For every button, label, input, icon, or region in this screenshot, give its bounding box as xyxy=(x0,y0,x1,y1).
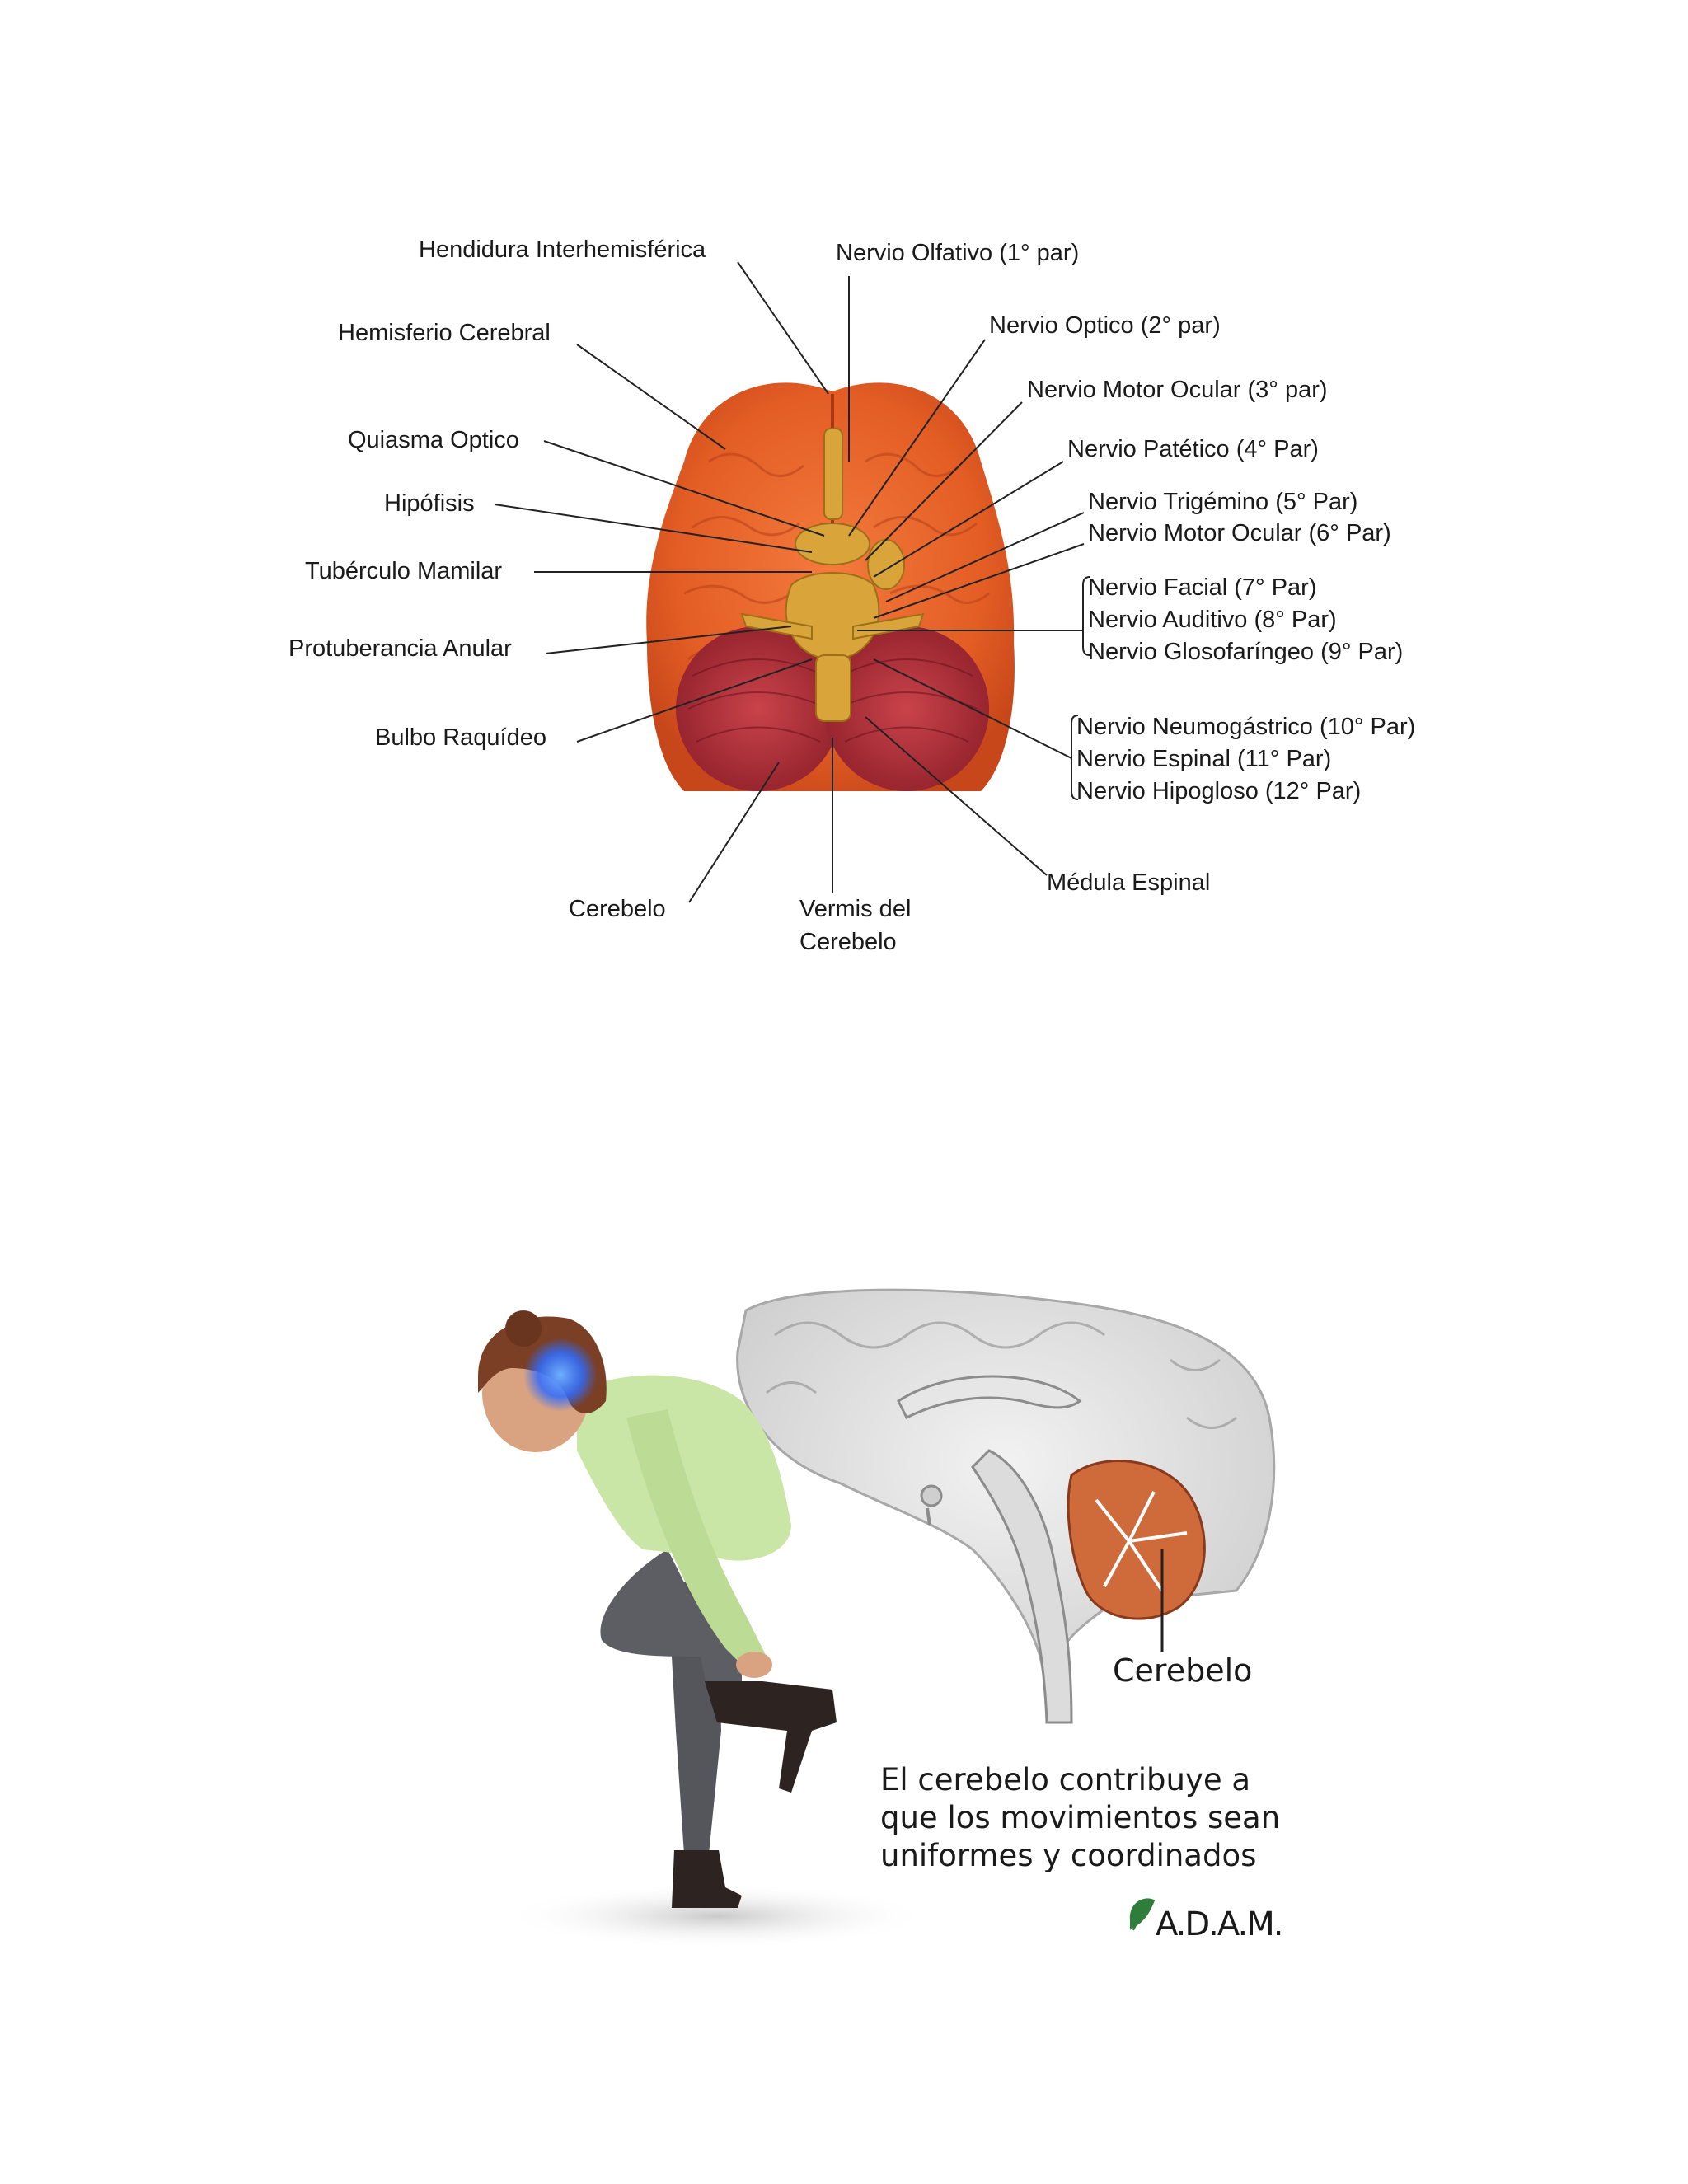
label-vermis-line1: Vermis del xyxy=(799,896,911,922)
label-olfativo: Nervio Olfativo (1° par) xyxy=(836,240,1079,266)
label-cerebelo: Cerebelo xyxy=(569,896,666,922)
brain-base-illustration: Hendidura Interhemisférica Hemisferio Ce… xyxy=(288,237,1415,955)
leaf-icon xyxy=(1131,1899,1154,1930)
label-hemisferio: Hemisferio Cerebral xyxy=(338,320,551,346)
label-cerebelo-sagittal: Cerebelo xyxy=(1113,1652,1252,1689)
label-hendidura: Hendidura Interhemisférica xyxy=(419,237,706,263)
caption-line-3: uniformes y coordinados xyxy=(880,1838,1256,1873)
label-espinal: Nervio Espinal (11° Par) xyxy=(1076,746,1331,772)
head-glow xyxy=(523,1338,598,1412)
label-protuberancia: Protuberancia Anular xyxy=(288,635,512,662)
label-facial: Nervio Facial (7° Par) xyxy=(1088,574,1317,601)
cerebellum-illustration: Cerebelo El cerebelo contribuye a que lo… xyxy=(478,1290,1282,1949)
label-optico: Nervio Optico (2° par) xyxy=(989,312,1221,339)
hand xyxy=(736,1652,772,1678)
adam-logo: A.D.A.M. xyxy=(1131,1899,1282,1943)
label-tuberculo: Tubérculo Mamilar xyxy=(305,558,502,584)
label-hipogloso: Nervio Hipogloso (12° Par) xyxy=(1076,778,1361,804)
label-motor-ocular-6: Nervio Motor Ocular (6° Par) xyxy=(1088,520,1391,546)
caption-line-2: que los movimientos sean xyxy=(880,1800,1280,1835)
label-patetico: Nervio Patético (4° Par) xyxy=(1067,436,1319,462)
label-medula: Médula Espinal xyxy=(1047,869,1210,896)
label-quiasma: Quiasma Optico xyxy=(348,427,519,453)
label-neumogastrico: Nervio Neumogástrico (10° Par) xyxy=(1076,714,1415,740)
label-bulbo: Bulbo Raquídeo xyxy=(375,724,546,751)
label-auditivo: Nervio Auditivo (8° Par) xyxy=(1088,607,1337,633)
label-motor-ocular-3: Nervio Motor Ocular (3° par) xyxy=(1027,377,1328,403)
label-vermis-line2: Cerebelo xyxy=(799,929,897,955)
label-glosofaringeo: Nervio Glosofaríngeo (9° Par) xyxy=(1088,639,1403,665)
adam-logo-text: A.D.A.M. xyxy=(1156,1905,1282,1943)
caption-line-1: El cerebelo contribuye a xyxy=(880,1762,1250,1797)
label-hipofisis: Hipófisis xyxy=(384,490,475,517)
label-trigemino: Nervio Trigémino (5° Par) xyxy=(1088,489,1357,515)
